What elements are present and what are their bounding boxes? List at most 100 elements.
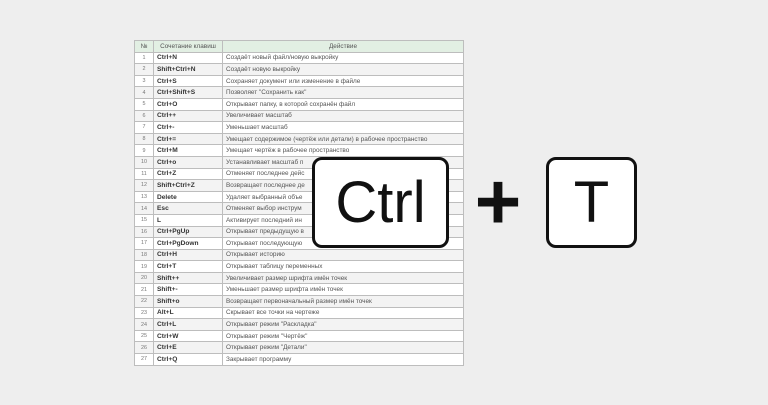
row-number: 2 [134, 63, 154, 76]
row-number: 10 [134, 155, 154, 169]
plus-sign: + [474, 157, 522, 246]
row-action: Открывает режим "Чертёж" [222, 329, 464, 343]
row-number: 6 [134, 109, 154, 123]
row-action: Открывает режим "Раскладка" [222, 318, 464, 331]
row-number: 18 [134, 248, 154, 262]
row-shortcut: Ctrl+T [153, 260, 223, 273]
row-shortcut: Ctrl+Shift+S [153, 86, 223, 99]
row-action: Открывает режим "Детали" [222, 341, 464, 355]
row-shortcut: Ctrl+S [153, 74, 223, 88]
row-action: Уменьшает размер шрифта имён точек [222, 283, 464, 297]
header-number: № [134, 40, 154, 53]
row-action: Скрывает все точки на чертеже [222, 306, 464, 320]
row-number: 11 [134, 167, 154, 181]
row-action: Увеличивает размер шрифта имён точек [222, 271, 464, 285]
row-number: 25 [134, 329, 154, 343]
row-shortcut: Delete [153, 190, 223, 204]
row-number: 23 [134, 306, 154, 320]
row-number: 15 [134, 213, 154, 227]
row-shortcut: Esc [153, 202, 223, 215]
row-number: 17 [134, 237, 154, 250]
row-shortcut: Ctrl+o [153, 155, 223, 169]
row-shortcut: Ctrl+Z [153, 167, 223, 181]
row-action: Сохраняет документ или изменение в файле [222, 74, 464, 88]
row-number: 3 [134, 74, 154, 88]
row-number: 8 [134, 132, 154, 146]
row-shortcut: Shift+o [153, 295, 223, 308]
row-shortcut: Ctrl+PgDown [153, 237, 223, 250]
row-shortcut: Shift+Ctrl+Z [153, 179, 223, 192]
ctrl-key: Ctrl [312, 157, 449, 248]
row-action: Уменьшает масштаб [222, 121, 464, 134]
row-shortcut: Ctrl+L [153, 318, 223, 331]
row-shortcut: Ctrl+- [153, 121, 223, 134]
row-number: 16 [134, 225, 154, 239]
t-key: T [546, 157, 637, 248]
row-action: Умещает содержимое (чертёж или детали) в… [222, 132, 464, 146]
row-shortcut: Shift++ [153, 271, 223, 285]
row-shortcut: Ctrl+E [153, 341, 223, 355]
row-shortcut: Ctrl+= [153, 132, 223, 146]
row-shortcut: Ctrl+PgUp [153, 225, 223, 239]
row-number: 24 [134, 318, 154, 331]
row-shortcut: Ctrl+N [153, 51, 223, 65]
row-shortcut: Ctrl+M [153, 144, 223, 157]
row-action: Умещает чертёж в рабочее пространство [222, 144, 464, 157]
row-shortcut: Ctrl+W [153, 329, 223, 343]
row-number: 26 [134, 341, 154, 355]
row-shortcut: Ctrl+Q [153, 353, 223, 366]
header-action: Действие [222, 40, 464, 53]
row-action: Открывает историю [222, 248, 464, 262]
row-shortcut: Ctrl+H [153, 248, 223, 262]
row-number: 14 [134, 202, 154, 215]
header-shortcut: Сочетание клавиш [153, 40, 223, 53]
row-number: 19 [134, 260, 154, 273]
row-number: 13 [134, 190, 154, 204]
row-shortcut: L [153, 213, 223, 227]
row-number: 21 [134, 283, 154, 297]
row-shortcut: Alt+L [153, 306, 223, 320]
row-number: 20 [134, 271, 154, 285]
row-shortcut: Ctrl+O [153, 97, 223, 111]
row-number: 12 [134, 179, 154, 192]
row-action: Создаёт новый файл/новую выкройку [222, 51, 464, 65]
row-shortcut: Shift+- [153, 283, 223, 297]
row-number: 7 [134, 121, 154, 134]
row-action: Закрывает программу [222, 353, 464, 366]
row-action: Позволяет "Сохранить как" [222, 86, 464, 99]
row-number: 27 [134, 353, 154, 366]
row-shortcut: Ctrl++ [153, 109, 223, 123]
row-number: 1 [134, 51, 154, 65]
row-number: 22 [134, 295, 154, 308]
table-header: № Сочетание клавиш Действие [134, 40, 464, 53]
row-shortcut: Shift+Ctrl+N [153, 63, 223, 76]
row-number: 5 [134, 97, 154, 111]
row-number: 4 [134, 86, 154, 99]
row-action: Увеличивает масштаб [222, 109, 464, 123]
row-number: 9 [134, 144, 154, 157]
row-action: Открывает папку, в которой сохранён файл [222, 97, 464, 111]
row-action: Создаёт новую выкройку [222, 63, 464, 76]
row-action: Открывает таблицу переменных [222, 260, 464, 273]
row-action: Возвращает первоначальный размер имён то… [222, 295, 464, 308]
